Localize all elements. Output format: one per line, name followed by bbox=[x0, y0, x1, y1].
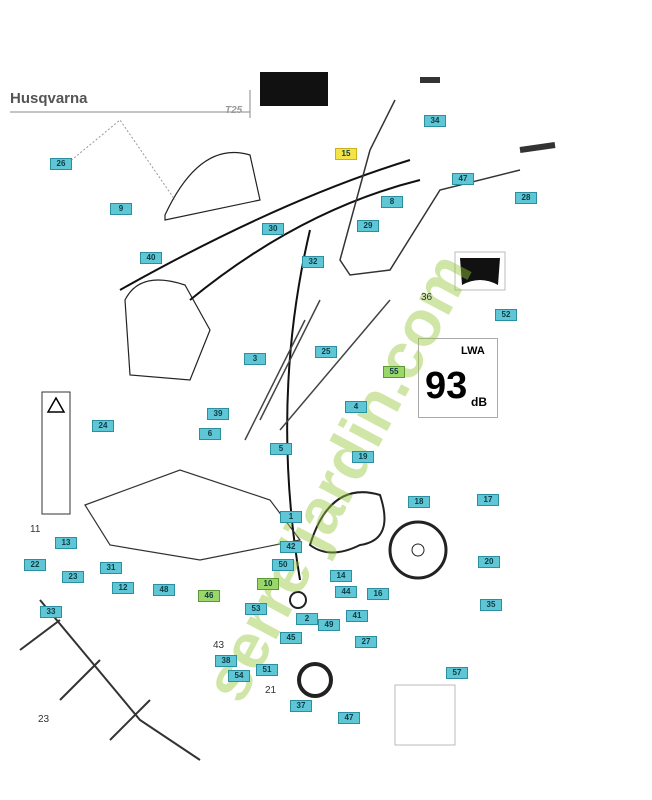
part-callout[interactable]: 8 bbox=[381, 196, 403, 208]
part-callout[interactable]: 46 bbox=[198, 590, 220, 602]
part-callout[interactable]: 27 bbox=[355, 636, 377, 648]
part-callout[interactable]: 37 bbox=[290, 700, 312, 712]
noise-unit-label: LWA bbox=[461, 345, 485, 357]
part-number-text: 23 bbox=[38, 714, 50, 725]
belt-part bbox=[308, 491, 386, 554]
part-callout[interactable]: 28 bbox=[515, 192, 537, 204]
model-name: T25 bbox=[225, 105, 243, 116]
part-callout-highlighted[interactable]: 15 bbox=[335, 148, 357, 160]
part-callout[interactable]: 51 bbox=[256, 664, 278, 676]
part-callout[interactable]: 23 bbox=[62, 571, 84, 583]
warning-decal bbox=[260, 72, 328, 106]
part-callout[interactable]: 35 bbox=[480, 599, 502, 611]
noise-level-value: 93 bbox=[425, 365, 468, 407]
part-callout[interactable]: 25 bbox=[315, 346, 337, 358]
part-callout[interactable]: 40 bbox=[140, 252, 162, 264]
part-callout[interactable]: 4 bbox=[345, 401, 367, 413]
part-number-text: 21 bbox=[265, 685, 277, 696]
part-callout[interactable]: 17 bbox=[477, 494, 499, 506]
noise-unit: dB bbox=[471, 395, 487, 409]
part-callout[interactable]: 47 bbox=[452, 173, 474, 185]
part-callout[interactable]: 24 bbox=[92, 420, 114, 432]
part-callout[interactable]: 32 bbox=[302, 256, 324, 268]
part-callout[interactable]: 16 bbox=[367, 588, 389, 600]
part-number-text: 11 bbox=[30, 524, 41, 535]
chassis-part bbox=[84, 469, 302, 561]
part-callout[interactable]: 52 bbox=[495, 309, 517, 321]
part-callout[interactable]: 38 bbox=[215, 655, 237, 667]
noise-level-decal: LWA 93 dB bbox=[418, 338, 498, 418]
part-callout[interactable]: 53 bbox=[245, 603, 267, 615]
part-callout[interactable]: 5 bbox=[270, 443, 292, 455]
transport-wheel-part bbox=[297, 662, 333, 698]
part-callout[interactable]: 1 bbox=[280, 511, 302, 523]
part-callout[interactable]: 30 bbox=[262, 223, 284, 235]
part-number-text: 36 bbox=[421, 292, 433, 303]
part-callout[interactable]: 44 bbox=[335, 586, 357, 598]
tines-part bbox=[19, 599, 201, 761]
part-callout[interactable]: 10 bbox=[257, 578, 279, 590]
part-callout[interactable]: 14 bbox=[330, 570, 352, 582]
part-callout[interactable]: 45 bbox=[280, 632, 302, 644]
part-callout[interactable]: 29 bbox=[357, 220, 379, 232]
pulley-part bbox=[388, 520, 448, 580]
handlebar-part bbox=[339, 99, 521, 276]
part-callout[interactable]: 20 bbox=[478, 556, 500, 568]
part-callout[interactable]: 22 bbox=[24, 559, 46, 571]
part-callout[interactable]: 13 bbox=[55, 537, 77, 549]
part-callout[interactable]: 34 bbox=[424, 115, 446, 127]
part-callout[interactable]: 48 bbox=[153, 584, 175, 596]
part-callout[interactable]: 54 bbox=[228, 670, 250, 682]
part-callout[interactable]: 31 bbox=[100, 562, 122, 574]
part-callout[interactable]: 26 bbox=[50, 158, 72, 170]
part-callout[interactable]: 55 bbox=[383, 366, 405, 378]
brand-logo: Husqvarna bbox=[10, 90, 88, 107]
part-callout[interactable]: 9 bbox=[110, 203, 132, 215]
part-callout[interactable]: 49 bbox=[318, 619, 340, 631]
part-callout[interactable]: 41 bbox=[346, 610, 368, 622]
part-callout[interactable]: 3 bbox=[244, 353, 266, 365]
part-callout[interactable]: 50 bbox=[272, 559, 294, 571]
part-callout[interactable]: 6 bbox=[199, 428, 221, 440]
part-callout[interactable]: 42 bbox=[280, 541, 302, 553]
belt-guard-part bbox=[164, 151, 261, 221]
part-callout[interactable]: 39 bbox=[207, 408, 229, 420]
part-number-text: 43 bbox=[213, 640, 225, 651]
part-callout[interactable]: 2 bbox=[296, 613, 318, 625]
safety-decal bbox=[41, 391, 71, 515]
part-callout[interactable]: 12 bbox=[112, 582, 134, 594]
part-callout[interactable]: 18 bbox=[408, 496, 430, 508]
part-callout[interactable]: 47 bbox=[338, 712, 360, 724]
part-callout[interactable]: 57 bbox=[446, 667, 468, 679]
engine-part bbox=[124, 279, 211, 381]
part-callout[interactable]: 33 bbox=[40, 606, 62, 618]
part-callout[interactable]: 19 bbox=[352, 451, 374, 463]
